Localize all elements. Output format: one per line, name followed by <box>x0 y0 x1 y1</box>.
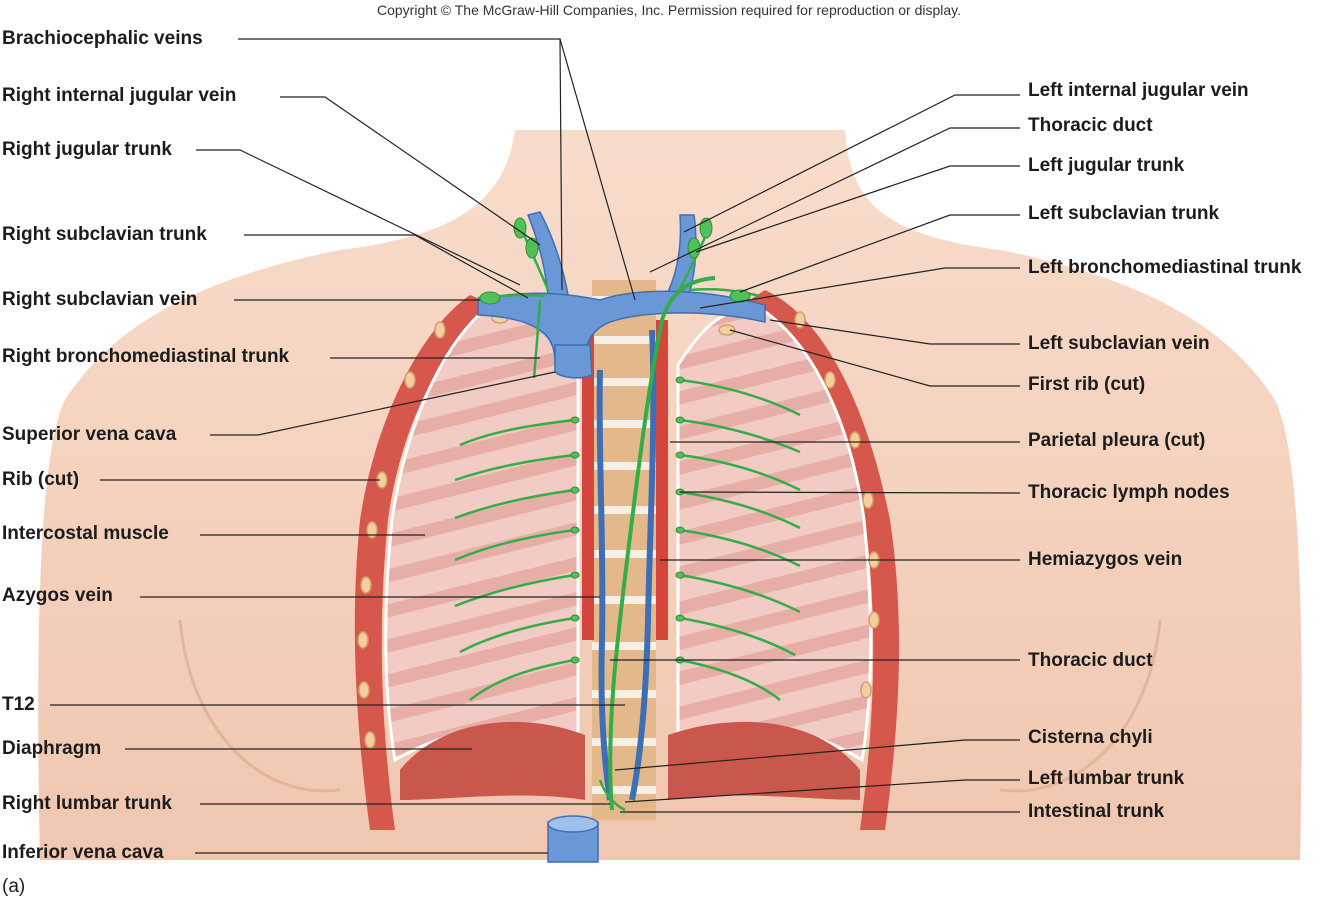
intercostal-lymphatic <box>454 488 576 520</box>
hemiazygos-vein <box>629 329 657 801</box>
label-inferior-vena-cava: Inferior vena cava <box>2 842 164 863</box>
mediastinal-strip-left <box>656 320 668 640</box>
label-right-internal-jugular-vein: Right internal jugular vein <box>2 85 237 106</box>
label-left-subclavian-trunk: Left subclavian trunk <box>1028 203 1220 224</box>
label-right-subclavian-trunk: Right subclavian trunk <box>2 224 207 245</box>
thoracic-duct <box>608 276 716 811</box>
label-parietal-pleura-cut: Parietal pleura (cut) <box>1028 430 1206 451</box>
breast-contour-left <box>178 619 341 793</box>
label-right-subclavian-vein: Right subclavian vein <box>2 289 198 310</box>
label-right-lumbar-trunk: Right lumbar trunk <box>2 793 172 814</box>
label-left-lumbar-trunk: Left lumbar trunk <box>1028 768 1185 789</box>
copyright-notice: Copyright © The McGraw-Hill Companies, I… <box>376 2 962 18</box>
breast-contour-right <box>999 619 1162 793</box>
intercostal-lymphatic <box>454 453 576 482</box>
torso-skin <box>38 130 1302 860</box>
intercostal-lymphatic <box>454 573 576 608</box>
intercostal-lymphatic <box>679 658 781 701</box>
intercostal-lymphatic <box>459 418 576 447</box>
label-superior-vena-cava: Superior vena cava <box>2 424 177 445</box>
chest-wall-right <box>354 295 495 830</box>
label-cisterna-chyli: Cisterna chyli <box>1028 727 1153 748</box>
superior-vena-cava <box>554 344 593 379</box>
label-hemiazygos-vein: Hemiazygos vein <box>1028 549 1183 570</box>
leader-lines <box>50 38 1021 854</box>
label-left-subclavian-vein: Left subclavian vein <box>1028 333 1210 354</box>
label-left-internal-jugular-vein: Left internal jugular vein <box>1028 80 1249 101</box>
label-rib-cut: Rib (cut) <box>2 469 80 490</box>
chest-wall-left <box>750 290 900 830</box>
label-left-jugular-trunk: Left jugular trunk <box>1028 155 1185 176</box>
left-pleural-cavity <box>676 303 873 763</box>
mediastinal-strip-right <box>582 320 594 640</box>
lymphatic-system <box>454 224 801 812</box>
left-subclavian-trunk <box>689 288 761 298</box>
label-thoracic-duct-upper: Thoracic duct <box>1028 115 1153 136</box>
label-right-jugular-trunk: Right jugular trunk <box>2 139 172 160</box>
venous-system <box>477 211 766 863</box>
cisterna-chyli <box>598 779 626 812</box>
thoracic-lymph-nodes <box>479 217 751 664</box>
right-bronchomediastinal-trunk <box>532 299 542 379</box>
intercostal-lymphatic <box>679 418 801 454</box>
label-diaphragm: Diaphragm <box>2 738 102 759</box>
label-thoracic-duct-lower: Thoracic duct <box>1028 650 1153 671</box>
label-thoracic-lymph-nodes: Thoracic lymph nodes <box>1028 482 1230 503</box>
intercostal-lymphatic <box>459 616 576 654</box>
diaphragm-left <box>668 721 860 800</box>
diaphragm-right <box>400 721 585 800</box>
label-left-bronchomediastinal-trunk: Left bronchomediastinal trunk <box>1028 257 1302 278</box>
label-right-bronchomediastinal-trunk: Right bronchomediastinal trunk <box>2 346 290 367</box>
intercostal-lymphatic <box>679 378 801 417</box>
label-intestinal-trunk: Intestinal trunk <box>1028 801 1165 822</box>
intercostal-lymphatic <box>679 573 801 614</box>
rib-cut-ends <box>357 311 880 749</box>
label-first-rib-cut: First rib (cut) <box>1028 374 1146 395</box>
label-t12: T12 <box>2 694 35 715</box>
azygos-vein <box>596 369 613 801</box>
intercostal-lymphatic <box>679 453 801 492</box>
panel-label: (a) <box>2 876 26 897</box>
label-intercostal-muscle: Intercostal muscle <box>2 523 169 544</box>
intercostal-lymphatic <box>679 616 796 657</box>
intercostal-lymphatic <box>679 490 801 530</box>
intercostal-lymphatic <box>454 528 576 562</box>
label-brachiocephalic-veins: Brachiocephalic veins <box>2 28 203 49</box>
intercostal-lymphatic <box>469 658 576 701</box>
label-azygos-vein: Azygos vein <box>2 585 113 606</box>
